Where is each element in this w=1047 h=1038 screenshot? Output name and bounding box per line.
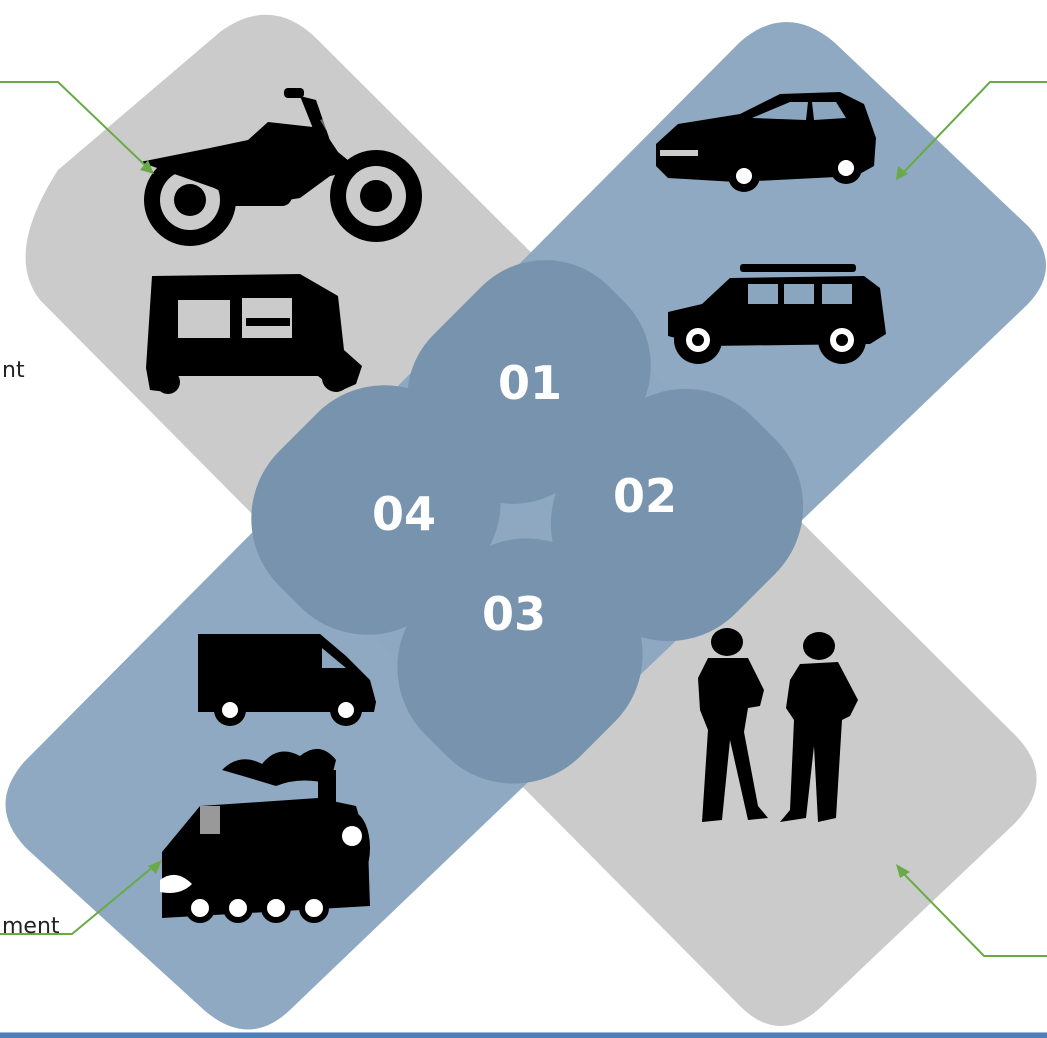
callout-line-top-right: [901, 81, 1047, 175]
petal-03: 03: [397, 538, 643, 784]
side-text-left-bottom: ment: [2, 914, 60, 939]
callout-arrowheads: [140, 160, 910, 878]
callout-line-bottom-left: [0, 865, 155, 935]
workers-silhouette-icon: [698, 628, 858, 822]
petal-04: 04: [251, 385, 501, 635]
petal-02: 02: [550, 388, 804, 642]
callout-line-bottom-right: [901, 871, 1047, 957]
petal-number-02: 02: [613, 469, 677, 523]
petal-number-01: 01: [498, 356, 562, 410]
suv-jeep-icon: [668, 264, 886, 364]
motorcycle-icon: [140, 88, 422, 246]
bottom-accent-bar: [0, 1032, 1047, 1038]
auto-rickshaw-icon: [146, 274, 362, 394]
petal-number-03: 03: [482, 587, 546, 641]
petal-number-04: 04: [372, 487, 436, 541]
callout-line-top-left: [0, 81, 151, 171]
steam-locomotive-icon: [160, 748, 370, 923]
side-text-left-top: nt: [2, 358, 25, 383]
callout-lines: [0, 81, 1047, 957]
sedan-car-icon: [656, 92, 876, 192]
delivery-van-icon: [198, 634, 376, 726]
center-petals: 01 02 03 04: [251, 260, 804, 784]
